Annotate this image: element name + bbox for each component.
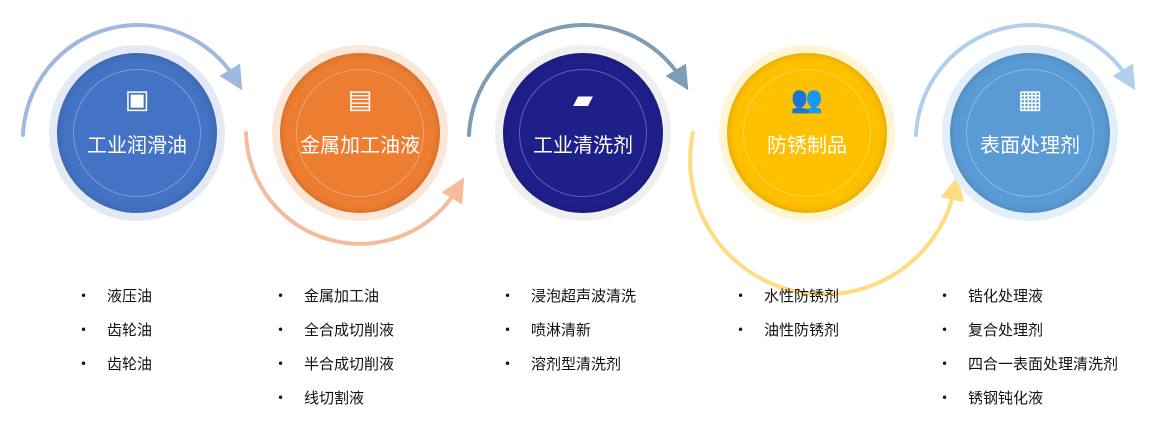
list-metalworking-fluid: 金属加工油 全合成切削液 半合成切削液 线切割液 [277,284,394,420]
list-item: 锆化处理液 [941,284,1118,318]
node-metalworking-fluid: ▤ 金属加工油液 [272,45,448,221]
list-item: 全合成切削液 [277,318,394,352]
node-surface-treatment: ▦ 表面处理剂 [942,45,1118,221]
list-item: 齿轮油 [80,318,152,352]
list-item: 齿轮油 [80,352,152,386]
list-item: 水性防锈剂 [737,284,839,318]
node-title: 防锈制品 [767,133,847,157]
clipboard-icon: ▤ [347,85,373,115]
arc-5 [914,23,1136,137]
node-title: 表面处理剂 [980,133,1080,157]
list-item: 液压油 [80,284,152,318]
tablet-icon: ▣ [124,85,150,115]
list-item: 喷淋清新 [504,318,636,352]
list-item: 四合一表面处理清洗剂 [941,352,1118,386]
list-item: 线切割液 [277,386,394,420]
folder-icon: ▰ [573,85,593,115]
list-antirust: 水性防锈剂 油性防锈剂 [737,284,839,352]
list-item: 油性防锈剂 [737,318,839,352]
list-item: 半合成切削液 [277,352,394,386]
list-item: 锈钢钝化液 [941,386,1118,420]
list-industrial-cleaner: 浸泡超声波清洗 喷淋清新 溶剂型清洗剂 [504,284,636,386]
list-surface-treatment: 锆化处理液 复合处理剂 四合一表面处理清洗剂 锈钢钝化液 [941,284,1118,420]
node-industrial-lubricant: ▣ 工业润滑油 [49,45,225,221]
list-industrial-lubricant: 液压油 齿轮油 齿轮油 [80,284,152,386]
node-title: 工业润滑油 [87,133,187,157]
arc-2 [244,131,465,246]
node-antirust: 👥 防锈制品 [719,45,895,221]
arc-1 [21,23,243,137]
apps-icon: ▦ [1017,85,1043,115]
users-icon: 👥 [790,85,824,115]
list-item: 金属加工油 [277,284,394,318]
arc-3 [467,23,689,137]
list-item: 溶剂型清洗剂 [504,352,636,386]
node-title: 金属加工油液 [300,133,420,157]
list-item: 浸泡超声波清洗 [504,284,636,318]
node-industrial-cleaner: ▰ 工业清洗剂 [495,45,671,221]
node-title: 工业清洗剂 [533,133,633,157]
list-item: 复合处理剂 [941,318,1118,352]
